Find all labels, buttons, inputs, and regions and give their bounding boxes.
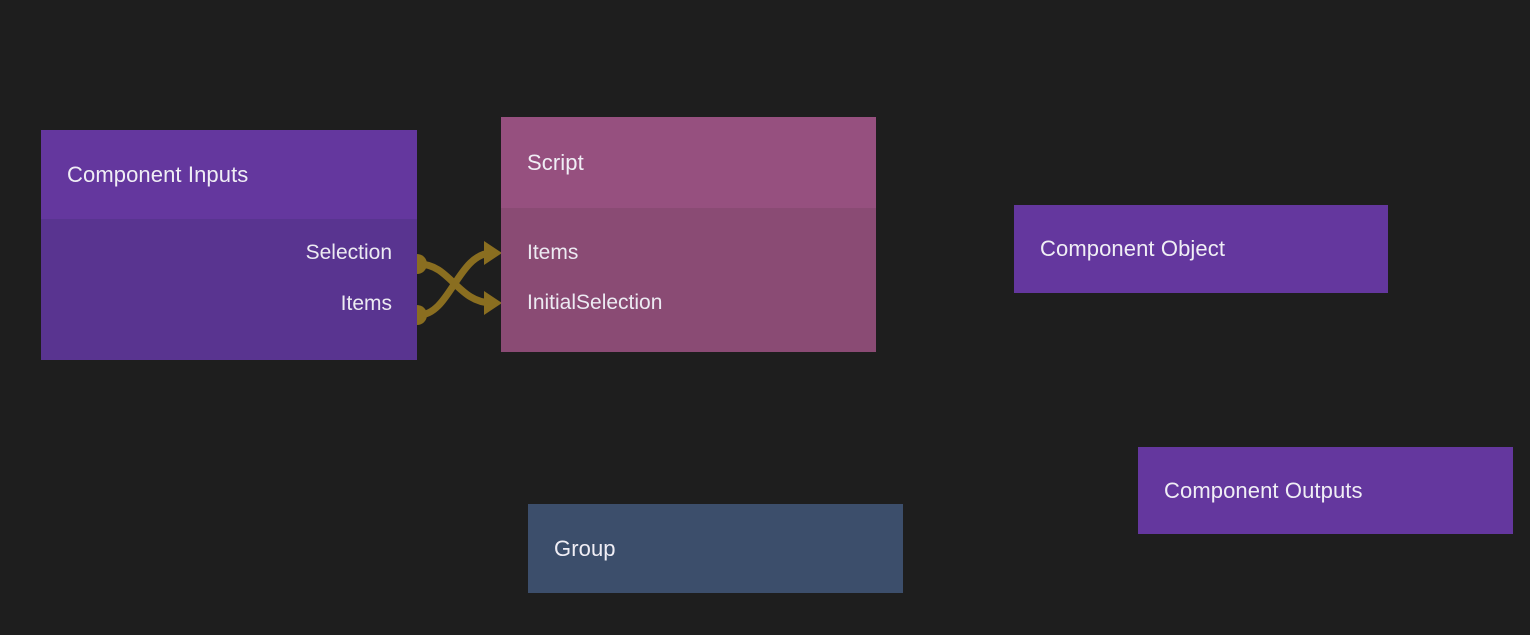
node-header-component-object[interactable]: Component Object (1014, 205, 1388, 293)
node-title: Script (527, 149, 584, 175)
output-port-label: Selection (305, 241, 392, 264)
edge-selection-to-initialselection (415, 260, 496, 307)
output-port-items[interactable]: Items (341, 291, 417, 317)
node-component-object[interactable]: Component Object (1014, 205, 1388, 293)
node-body-script: Items InitialSelection (501, 208, 876, 352)
node-title: Group (554, 535, 616, 561)
edge-items-to-items (415, 249, 496, 319)
node-header-group[interactable]: Group (528, 504, 903, 593)
node-title: Component Object (1040, 236, 1226, 261)
node-group[interactable]: Group (528, 504, 903, 593)
edge-arrowhead-items-icon (484, 241, 502, 265)
node-header-script[interactable]: Script (501, 117, 876, 208)
node-component-inputs[interactable]: Component Inputs Selection Items (41, 130, 417, 360)
input-port-items[interactable]: Items (501, 240, 578, 266)
node-script[interactable]: Script Items InitialSelection (501, 117, 876, 352)
input-port-label: Items (527, 241, 579, 264)
node-title: Component Inputs (67, 161, 249, 187)
node-body-component-inputs: Selection Items (41, 219, 417, 360)
node-header-component-outputs[interactable]: Component Outputs (1138, 447, 1513, 534)
edge-arrowhead-initialselection-icon (484, 291, 502, 315)
node-component-outputs[interactable]: Component Outputs (1138, 447, 1513, 534)
output-port-label: Items (340, 292, 392, 315)
output-port-selection[interactable]: Selection (306, 240, 417, 266)
node-header-component-inputs[interactable]: Component Inputs (41, 130, 417, 219)
input-port-initialselection[interactable]: InitialSelection (501, 290, 662, 316)
node-title: Component Outputs (1164, 477, 1363, 503)
input-port-label: InitialSelection (527, 291, 663, 314)
